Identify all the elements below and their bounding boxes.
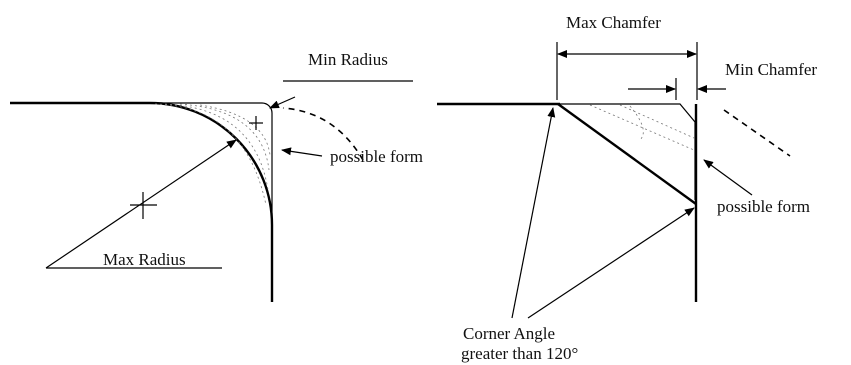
max-radius-arrow <box>45 139 237 269</box>
possible-form-arrow-left <box>281 147 323 157</box>
min-radius-arrow <box>269 96 296 109</box>
min-radius-label: Min Radius <box>308 50 388 69</box>
max-chamfer-label: Max Chamfer <box>566 13 661 32</box>
min-radius-dashed-leader <box>282 107 364 161</box>
possible-form-curve-b <box>179 103 270 171</box>
chamfer-dashed-line <box>723 109 791 157</box>
possible-form-chamfer-c <box>629 105 644 141</box>
possible-form-chamfer-b <box>619 104 695 139</box>
radius-panel: Min Radius possible form Max Radius <box>10 50 423 302</box>
possible-form-label-left: possible form <box>330 147 423 166</box>
max-radius-label: Max Radius <box>103 250 186 269</box>
corner-angle-arrow-bottom <box>527 207 695 319</box>
corner-angle-label-line1: Corner Angle <box>463 324 555 343</box>
max-radius-center-mark <box>130 192 157 219</box>
possible-form-arrow-right <box>703 159 753 196</box>
min-chamfer-label: Min Chamfer <box>725 60 817 79</box>
possible-form-chamfer-a <box>589 104 695 151</box>
possible-form-label-right: possible form <box>717 197 810 216</box>
corner-angle-label-line2: greater than 120° <box>461 344 578 363</box>
min-chamfer-outline <box>560 103 696 200</box>
possible-form-curve-a <box>164 103 269 191</box>
possible-form-curve-d <box>154 103 267 206</box>
chamfer-panel: Max Chamfer Min Chamfer possible form Co… <box>437 13 817 363</box>
max-chamfer-line <box>557 103 697 205</box>
max-radius-profile <box>10 101 274 302</box>
min-radius-outline <box>150 102 273 225</box>
corner-angle-arrow-top <box>511 107 556 319</box>
min-radius-center-mark <box>249 116 263 130</box>
